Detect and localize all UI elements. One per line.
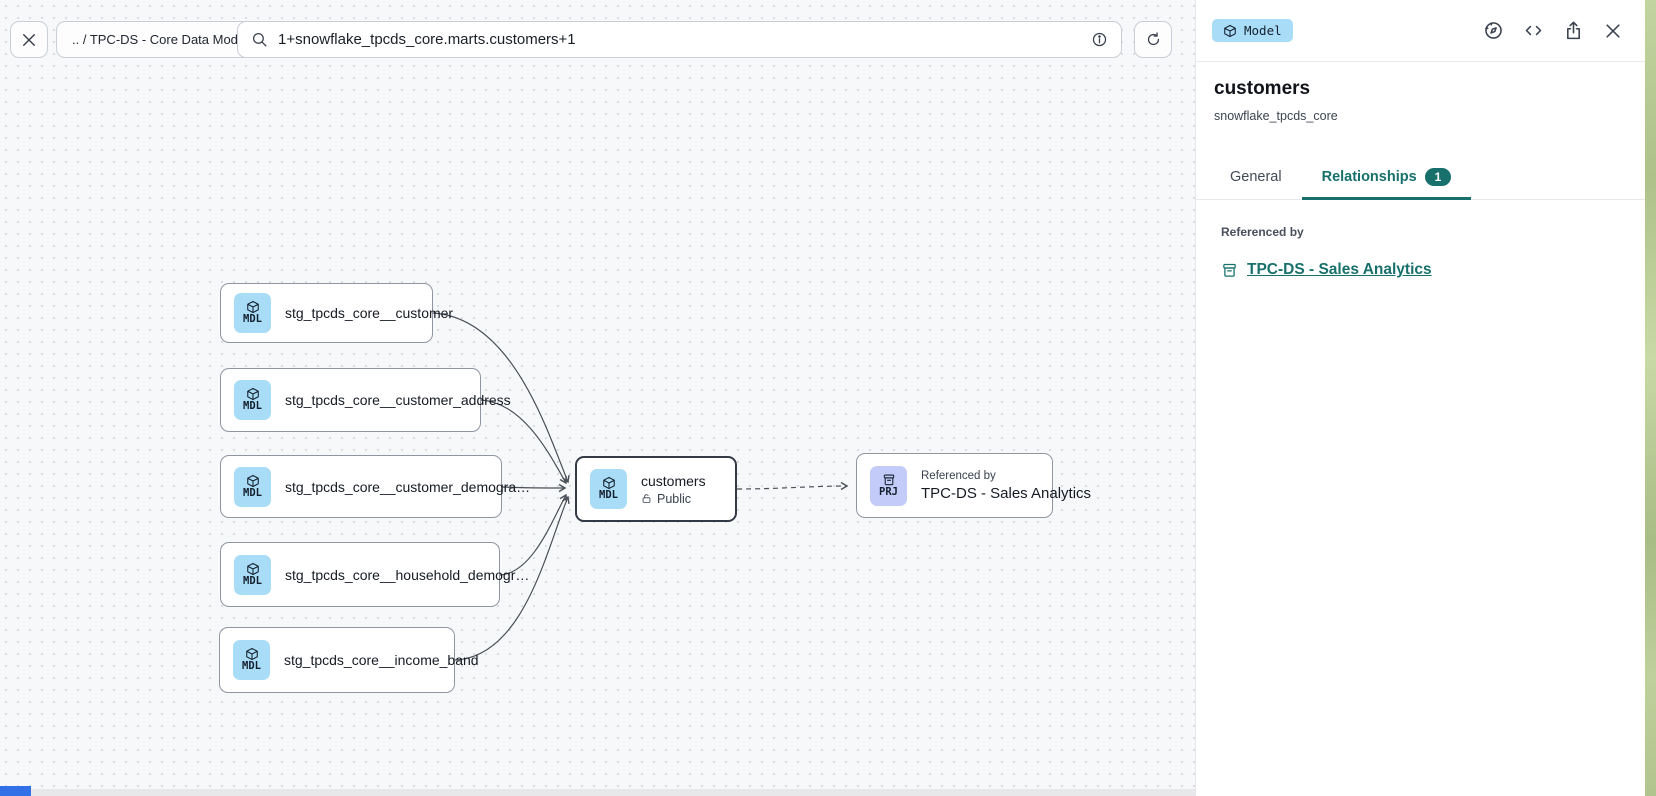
code-icon[interactable] bbox=[1523, 20, 1544, 41]
model-badge: MDL bbox=[234, 380, 271, 420]
cube-icon bbox=[246, 562, 260, 576]
badge-code: MDL bbox=[242, 661, 261, 672]
referenced-by-section: Referenced by TPC-DS - Sales Analytics bbox=[1196, 200, 1645, 304]
breadcrumb-label: .. / TPC-DS - Core Data Models bbox=[72, 32, 255, 47]
node-label: stg_tpcds_core__customer_address bbox=[285, 392, 511, 408]
node-title: TPC-DS - Sales Analytics bbox=[921, 485, 1091, 502]
node-customers-selected[interactable]: MDL customers Public bbox=[575, 456, 737, 522]
section-heading: Referenced by bbox=[1221, 225, 1620, 239]
badge-code: PRJ bbox=[879, 487, 898, 498]
node-stg-tpcds-core-customer-address[interactable]: MDL stg_tpcds_core__customer_address bbox=[220, 368, 481, 432]
cube-icon bbox=[246, 387, 260, 401]
node-label: stg_tpcds_core__income_band bbox=[284, 652, 479, 668]
node-label: stg_tpcds_core__customer bbox=[285, 305, 453, 321]
desktop-edge-strip bbox=[1645, 0, 1656, 796]
refresh-button[interactable] bbox=[1134, 21, 1172, 58]
badge-code: MDL bbox=[599, 490, 618, 501]
close-lineage-button[interactable] bbox=[10, 21, 48, 58]
node-title: customers bbox=[641, 473, 706, 489]
archive-icon bbox=[882, 473, 896, 487]
tab-general[interactable]: General bbox=[1210, 158, 1302, 199]
badge-code: MDL bbox=[243, 576, 262, 587]
project-badge: PRJ bbox=[870, 466, 907, 506]
node-visibility: Public bbox=[657, 492, 691, 506]
badge-code: MDL bbox=[243, 401, 262, 412]
badge-code: MDL bbox=[243, 314, 262, 325]
node-stg-tpcds-core-customer[interactable]: MDL stg_tpcds_core__customer bbox=[220, 283, 433, 343]
panel-tabs: General Relationships 1 bbox=[1196, 158, 1645, 200]
lineage-search[interactable] bbox=[237, 21, 1122, 58]
search-icon bbox=[251, 31, 268, 48]
bottom-bar bbox=[0, 789, 1195, 796]
node-label: stg_tpcds_core__household_demogr… bbox=[285, 567, 529, 583]
node-label: stg_tpcds_core__customer_demogra… bbox=[285, 479, 530, 495]
type-badge: Model bbox=[1212, 19, 1293, 42]
panel-subtitle: snowflake_tpcds_core bbox=[1214, 109, 1627, 123]
model-badge: MDL bbox=[234, 555, 271, 595]
type-badge-label: Model bbox=[1244, 23, 1282, 38]
node-referenced-by-project[interactable]: PRJ Referenced by TPC-DS - Sales Analyti… bbox=[856, 453, 1053, 518]
node-stg-tpcds-core-household-demographics[interactable]: MDL stg_tpcds_core__household_demogr… bbox=[220, 542, 500, 607]
referenced-project-row[interactable]: TPC-DS - Sales Analytics bbox=[1221, 261, 1620, 279]
cube-icon bbox=[246, 300, 260, 314]
model-badge: MDL bbox=[234, 293, 271, 333]
tab-relationships[interactable]: Relationships 1 bbox=[1302, 158, 1472, 199]
archive-icon bbox=[1221, 262, 1238, 279]
detail-panel: Model customers snowflake_tpcds_core bbox=[1195, 0, 1645, 796]
node-stg-tpcds-core-income-band[interactable]: MDL stg_tpcds_core__income_band bbox=[219, 627, 455, 693]
close-icon bbox=[20, 31, 38, 49]
share-icon[interactable] bbox=[1563, 20, 1584, 41]
refresh-icon bbox=[1145, 31, 1162, 48]
search-input[interactable] bbox=[278, 31, 1081, 48]
node-stg-tpcds-core-customer-demographics[interactable]: MDL stg_tpcds_core__customer_demogra… bbox=[220, 455, 502, 518]
model-badge: MDL bbox=[233, 640, 270, 680]
panel-title: customers bbox=[1214, 78, 1627, 100]
compass-icon[interactable] bbox=[1483, 20, 1504, 41]
cube-icon bbox=[246, 474, 260, 488]
node-kicker: Referenced by bbox=[921, 470, 1091, 482]
model-badge: MDL bbox=[234, 467, 271, 507]
model-badge: MDL bbox=[590, 469, 627, 509]
tab-label: Relationships bbox=[1322, 169, 1417, 185]
lock-open-icon bbox=[641, 493, 652, 504]
info-icon[interactable] bbox=[1091, 31, 1108, 48]
tab-label: General bbox=[1230, 169, 1282, 185]
tab-count-badge: 1 bbox=[1425, 168, 1452, 186]
panel-header: Model bbox=[1196, 0, 1645, 62]
referenced-project-link[interactable]: TPC-DS - Sales Analytics bbox=[1247, 261, 1432, 279]
cube-icon bbox=[1223, 24, 1237, 38]
cube-icon bbox=[602, 476, 616, 490]
cube-icon bbox=[245, 647, 259, 661]
badge-code: MDL bbox=[243, 488, 262, 499]
close-panel-icon[interactable] bbox=[1603, 21, 1623, 41]
bottom-accent bbox=[0, 786, 31, 796]
